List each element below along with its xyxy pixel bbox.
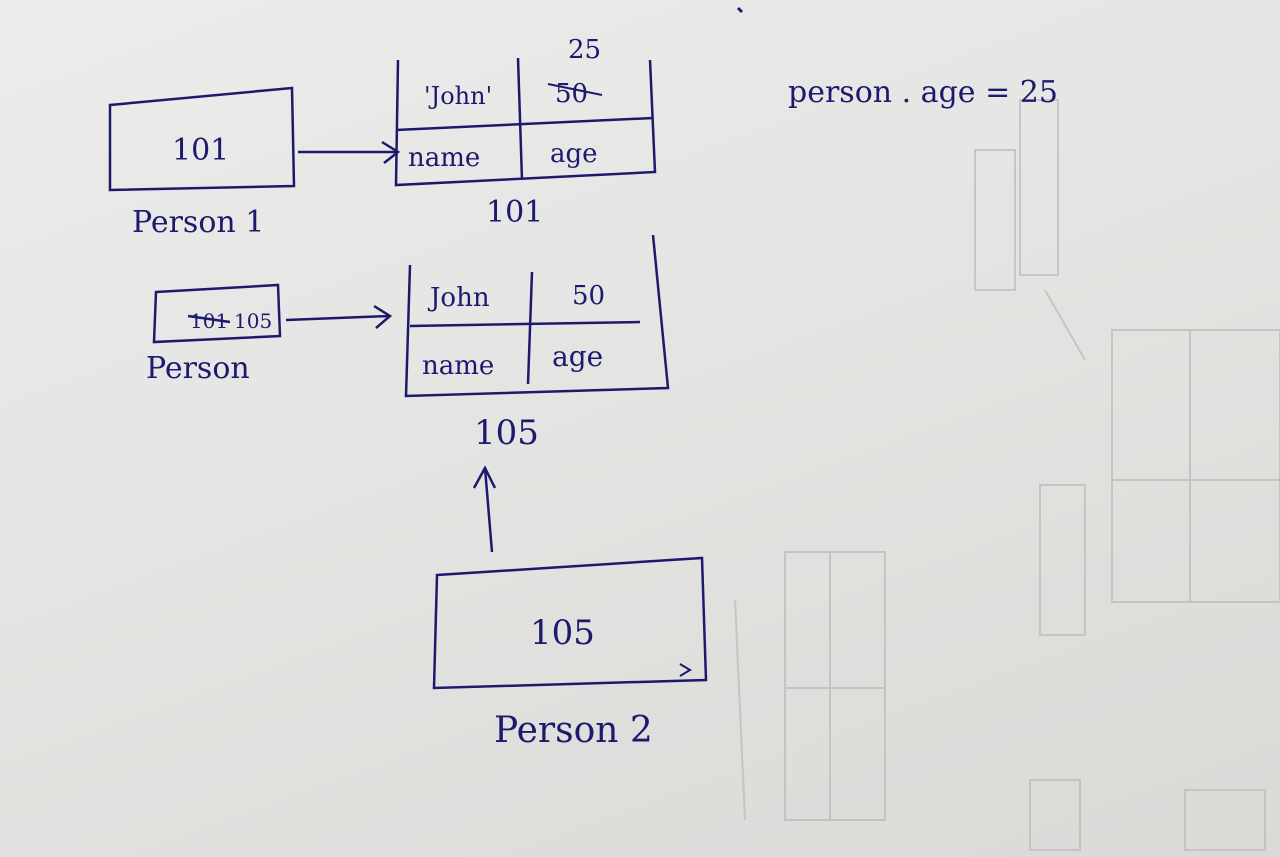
object101-table bbox=[394, 57, 657, 187]
person1-value: 101 bbox=[172, 133, 229, 168]
person-value: 105 bbox=[234, 309, 272, 333]
person-arrow bbox=[285, 304, 393, 329]
person2-box-outline bbox=[432, 556, 708, 690]
person-label: Person bbox=[146, 351, 250, 386]
object101-age-overwrite: 25 bbox=[568, 35, 601, 65]
object101-name-value: 'John' bbox=[424, 82, 492, 110]
object105-address: 105 bbox=[474, 413, 539, 453]
object105-name-value: John bbox=[427, 283, 490, 313]
person2-arrow bbox=[472, 465, 497, 553]
assignment-note: person . age = 25 bbox=[788, 75, 1058, 110]
object101-address: 101 bbox=[486, 195, 543, 230]
person-box: 101 105 bbox=[152, 283, 282, 344]
object101-name-key: name bbox=[408, 143, 480, 173]
person1-label: Person 1 bbox=[132, 205, 264, 240]
object105-table bbox=[404, 234, 670, 398]
person-crossed-value: 101 bbox=[187, 309, 231, 333]
object101-age-key: age bbox=[550, 139, 598, 169]
object105-age-key: age bbox=[552, 340, 603, 373]
person2-label: Person 2 bbox=[494, 710, 653, 751]
person2-value: 105 bbox=[530, 613, 595, 653]
person1-box-outline bbox=[108, 86, 296, 192]
object105-name-key: name bbox=[422, 351, 494, 381]
object101-age-value-crossed: 50 bbox=[547, 79, 603, 109]
object101-age-value: 50 bbox=[555, 79, 588, 109]
person1-arrow bbox=[298, 140, 401, 164]
person2-box: 105 bbox=[432, 556, 708, 690]
object105-age-value: 50 bbox=[572, 281, 605, 311]
person-box-outline bbox=[152, 283, 282, 344]
bleed-through-marks bbox=[734, 99, 1280, 851]
pen-mark bbox=[736, 6, 744, 14]
person1-box: 101 bbox=[108, 86, 296, 192]
